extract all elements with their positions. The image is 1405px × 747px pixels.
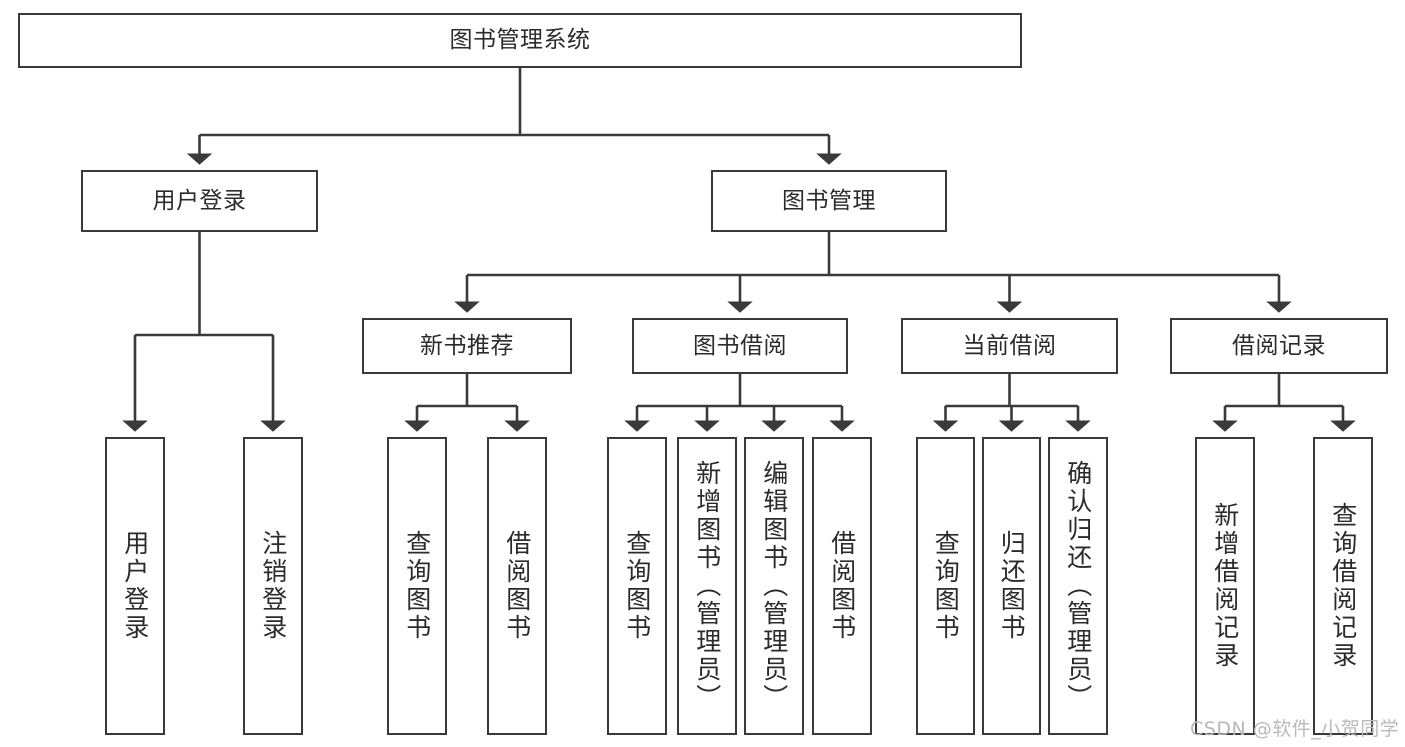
- node-l-bb2[interactable]: 借阅图书: [812, 437, 872, 735]
- node-borrow[interactable]: 图书借阅: [632, 318, 848, 374]
- node-l-confirm[interactable]: 确认归还（管理员）: [1048, 437, 1108, 735]
- node-l-qb3[interactable]: 查询图书: [916, 437, 975, 735]
- node-label-l-bb1: 借阅图书: [502, 530, 532, 642]
- node-label-l-addbook: 新增图书（管理员）: [692, 460, 722, 712]
- node-label-bookmgmt: 图书管理: [782, 187, 876, 214]
- node-l-qrec[interactable]: 查询借阅记录: [1313, 437, 1373, 735]
- node-current[interactable]: 当前借阅: [901, 318, 1118, 374]
- node-l-login[interactable]: 用户登录: [105, 437, 165, 735]
- node-l-addrec[interactable]: 新增借阅记录: [1195, 437, 1255, 735]
- node-newbook[interactable]: 新书推荐: [362, 318, 572, 374]
- node-label-l-addrec: 新增借阅记录: [1210, 502, 1240, 670]
- node-label-l-logout: 注销登录: [258, 530, 288, 642]
- node-label-l-confirm: 确认归还（管理员）: [1063, 460, 1093, 712]
- node-label-records: 借阅记录: [1232, 332, 1326, 359]
- node-l-qb2[interactable]: 查询图书: [607, 437, 667, 735]
- node-label-newbook: 新书推荐: [420, 332, 514, 359]
- node-label-l-editbook: 编辑图书（管理员）: [759, 460, 789, 712]
- node-login[interactable]: 用户登录: [81, 170, 318, 232]
- node-label-l-qb2: 查询图书: [622, 530, 652, 642]
- node-label-root: 图书管理系统: [449, 27, 591, 54]
- node-label-current: 当前借阅: [962, 332, 1057, 359]
- node-l-editbook[interactable]: 编辑图书（管理员）: [744, 437, 804, 735]
- node-label-borrow: 图书借阅: [693, 332, 787, 359]
- node-l-qb1[interactable]: 查询图书: [387, 437, 447, 735]
- node-label-l-return: 归还图书: [997, 530, 1027, 642]
- node-label-l-qrec: 查询借阅记录: [1328, 502, 1358, 670]
- watermark-label: CSDN @软件_小贺同学: [1190, 718, 1400, 740]
- node-bookmgmt[interactable]: 图书管理: [711, 170, 947, 232]
- node-label-l-login: 用户登录: [120, 530, 150, 642]
- node-label-l-bb2: 借阅图书: [827, 530, 857, 642]
- node-l-return[interactable]: 归还图书: [982, 437, 1041, 735]
- node-l-logout[interactable]: 注销登录: [243, 437, 303, 735]
- node-records[interactable]: 借阅记录: [1170, 318, 1388, 374]
- node-l-addbook[interactable]: 新增图书（管理员）: [677, 437, 737, 735]
- node-label-l-qb3: 查询图书: [931, 530, 961, 642]
- node-root[interactable]: 图书管理系统: [18, 13, 1022, 68]
- node-label-l-qb1: 查询图书: [402, 530, 432, 642]
- node-label-login: 用户登录: [152, 187, 247, 214]
- node-l-bb1[interactable]: 借阅图书: [487, 437, 547, 735]
